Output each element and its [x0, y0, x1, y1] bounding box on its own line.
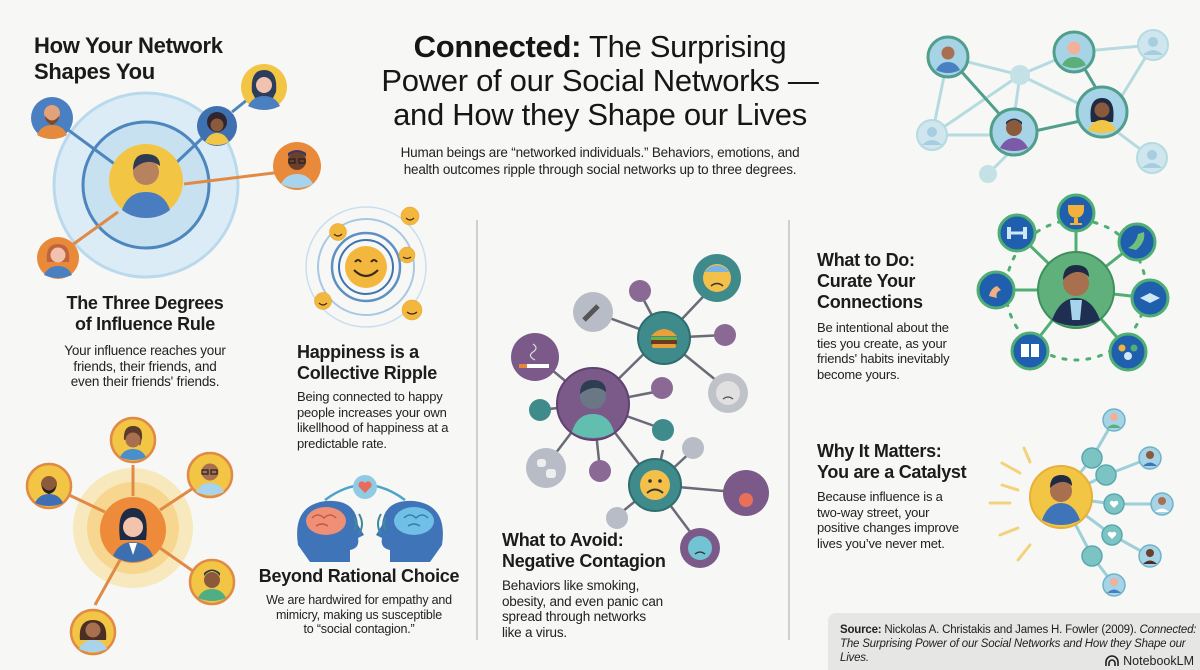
body-line: positive changes improve	[817, 520, 959, 535]
title-line: of Influence Rule	[75, 314, 215, 334]
big-smiley-icon	[345, 246, 387, 288]
avoid-body: Behaviors like smoking, obesity, and eve…	[502, 578, 702, 640]
title-line: How Your Network	[34, 33, 223, 58]
rational-choice-body: We are hardwired for empathy and mimicry…	[250, 593, 468, 637]
section-rational-choice: Beyond Rational Choice We are hardwired …	[250, 566, 468, 637]
negative-contagion-network	[511, 254, 769, 568]
main-subtitle: Human beings are “networked individuals.…	[380, 144, 820, 178]
body-line: lives you’ve never met.	[817, 535, 945, 551]
book-icon	[1010, 331, 1050, 371]
body-line: spread through networks	[502, 609, 646, 624]
body-line: ties you create, as your	[817, 335, 947, 351]
what-to-do-body: Be intentional about the ties you create…	[817, 320, 987, 382]
body-line: become yours.	[817, 366, 900, 382]
body-line: Because influence is a	[817, 489, 943, 504]
three-degrees-body: Your influence reaches your friends, the…	[40, 343, 250, 390]
title-line: You are a Catalyst	[817, 462, 967, 482]
body-line: Behaviors like smoking,	[502, 578, 640, 593]
subtitle-line: health outcomes ripple through social ne…	[403, 162, 797, 177]
column-divider	[788, 220, 790, 640]
title-line: Curate Your	[817, 271, 916, 291]
source-label: Source:	[840, 624, 882, 636]
main-title: Connected: The Surprising Power of our S…	[370, 30, 830, 132]
source-title-part1: Connected:	[1139, 624, 1197, 636]
section-avoid: What to Avoid: Negative Contagion Behavi…	[502, 530, 702, 640]
section-happiness: Happiness is a Collective Ripple Being c…	[297, 342, 467, 451]
source-authors: Nickolas A. Christakis and James H. Fowl…	[884, 624, 1137, 636]
catalyst-illustration	[988, 408, 1174, 597]
what-to-do-title: What to Do: Curate Your Connections	[817, 250, 987, 313]
section-what-to-do: What to Do: Curate Your Connections Be i…	[817, 250, 987, 382]
body-line: Be intentional about the	[817, 320, 949, 335]
body-line: predictable rate.	[297, 435, 387, 451]
body-line: to “social contagion.”	[303, 622, 415, 636]
title-line: Shapes You	[34, 59, 155, 84]
happiness-ripple-illustration	[305, 206, 427, 328]
title-rest: The Surprising	[588, 29, 787, 64]
concentric-network-illustration	[31, 64, 321, 279]
title-line: Happiness is a	[297, 342, 419, 362]
avoid-title: What to Avoid: Negative Contagion	[502, 530, 702, 572]
sun-rays	[988, 446, 1032, 562]
main-title-line2: Power of our Social Networks —	[381, 63, 819, 98]
rational-choice-title: Beyond Rational Choice	[258, 566, 460, 586]
section-title-network-shapes: How Your Network Shapes You	[34, 33, 223, 85]
body-line: Being connected to happy	[297, 389, 443, 404]
title-line: What to Do:	[817, 250, 915, 270]
body-line: people increases your own	[297, 404, 447, 420]
orange-influencer-network	[25, 416, 236, 656]
body-line: two-way street, your	[817, 504, 930, 520]
happiness-title: Happiness is a Collective Ripple	[297, 342, 467, 384]
subtitle-line: Human beings are “networked individuals.…	[400, 145, 800, 160]
section-why-matters: Why It Matters: You are a Catalyst Becau…	[817, 441, 997, 551]
column-divider	[476, 220, 478, 640]
section-three-degrees: The Three Degrees of Influence Rule Your…	[40, 293, 250, 390]
source-citation-box: Source: Nickolas A. Christakis and James…	[828, 613, 1200, 670]
title-line: What to Avoid:	[502, 530, 624, 550]
notebooklm-brand: NotebookLM	[1105, 654, 1194, 668]
main-title-line3: and How they Shape our Lives	[393, 97, 807, 132]
title-line: Negative Contagion	[502, 551, 666, 571]
curate-connections-illustration	[976, 193, 1170, 372]
body-line: like a virus.	[502, 624, 567, 640]
happiness-body: Being connected to happy people increase…	[297, 389, 467, 451]
heart-icon	[358, 481, 372, 493]
body-line: mimicry, making us susceptible	[275, 607, 443, 622]
body-line: We are hardwired for empathy and	[266, 593, 452, 607]
title-line: The Three Degrees	[66, 293, 224, 313]
why-matters-title: Why It Matters: You are a Catalyst	[817, 441, 997, 483]
body-line: likellhood of happiness at a	[297, 420, 449, 435]
title-bold: Connected:	[413, 29, 582, 64]
source-citation: Source: Nickolas A. Christakis and James…	[840, 623, 1200, 665]
teal-social-network-illustration	[916, 29, 1169, 183]
title-line: Collective Ripple	[297, 363, 437, 383]
three-degrees-title: The Three Degrees of Influence Rule	[40, 293, 250, 335]
source-title-part2: The Surprising Power of our Social Netwo…	[840, 638, 1186, 664]
body-line: Your influence reaches your	[64, 343, 226, 358]
cigarette-node	[511, 333, 559, 381]
body-line: even their friends' friends.	[70, 374, 220, 389]
pill-node	[526, 448, 566, 488]
brand-name: NotebookLM	[1123, 654, 1194, 668]
title-line: Why It Matters:	[817, 441, 942, 461]
title-line: Connections	[817, 292, 923, 312]
body-line: friends, their friends, and	[73, 358, 217, 374]
body-line: obesity, and even panic can	[502, 593, 663, 609]
empathy-brains-illustration	[297, 475, 443, 562]
notebooklm-logo-icon	[1105, 655, 1119, 666]
why-matters-body: Because influence is a two-way street, y…	[817, 489, 997, 551]
main-title-line1: Connected: The Surprising	[370, 30, 830, 64]
body-line: friends' habits inevitably	[817, 351, 950, 366]
